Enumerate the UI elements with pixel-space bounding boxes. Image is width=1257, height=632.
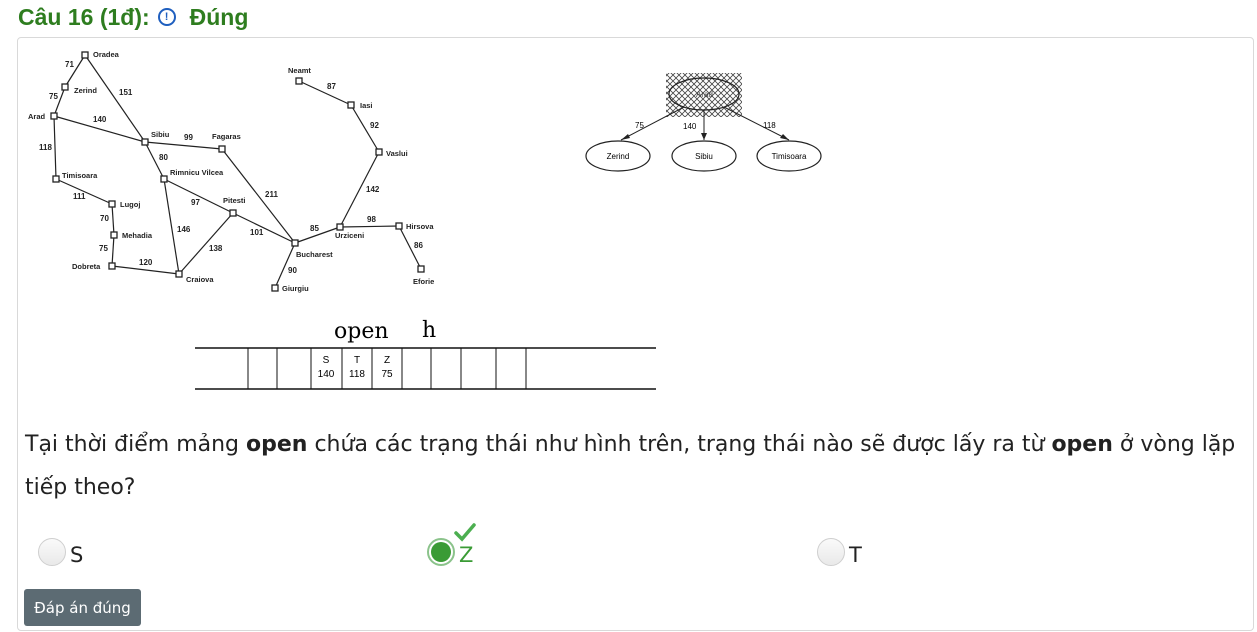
city-vaslui: Vaslui [386,149,408,158]
tree-node-sibiu: Sibiu [695,152,713,161]
city-iasi: Iasi [360,101,373,110]
city-pitesti: Pitesti [223,196,246,205]
distance-label: 86 [414,241,423,250]
open-cell-h: 118 [349,369,365,380]
question-text-bold: open [246,432,308,457]
city-hirsova: Hirsova [406,222,434,231]
open-cell-state: Z [384,355,390,366]
distance-label: 151 [119,88,133,97]
h-label: h [422,318,436,343]
search-tree: Arad 75 140 118 Zerind Sibiu Timisoara [585,73,822,172]
option-t-radio[interactable] [817,538,845,566]
distance-label: 142 [366,185,380,194]
checkmark-icon [454,523,476,542]
show-correct-answer-button[interactable]: Đáp án đúng [24,589,141,626]
option-t-label: T [849,543,862,567]
city-mehadia: Mehadia [122,231,153,240]
option-t[interactable]: T [817,537,862,567]
open-label: open [334,319,389,344]
distance-label: 98 [367,215,376,224]
distance-label: 211 [265,190,278,199]
city-bucharest: Bucharest [296,250,333,259]
city-dobreta: Dobreta [72,262,101,271]
open-cell-h: 75 [381,369,393,380]
question-text: Tại thời điểm mảng open chứa các trạng t… [25,423,1240,509]
distance-label: 120 [139,258,153,267]
distance-label: 80 [159,153,168,162]
tree-node-timisoara: Timisoara [772,152,807,161]
distance-label: 140 [93,115,107,124]
question-title: Câu 16 (1đ): [18,3,150,30]
status-label: Đúng [189,3,249,30]
tree-root-label: Arad [696,90,713,99]
distance-label: 118 [39,143,52,152]
distance-label: 90 [288,266,297,275]
city-rimnicu-vilcea: Rimnicu Vilcea [170,168,224,177]
city-timisoara: Timisoara [62,171,98,180]
distance-label: 85 [310,224,319,233]
question-text-part: chứa các trạng thái như hình trên, trạng… [307,432,1052,457]
question-text-part: ở vòng lặp tiếp theo? [25,432,1236,500]
distance-label: 97 [191,198,200,207]
distance-label: 75 [99,244,108,253]
distance-label: 92 [370,121,379,130]
distance-label: 75 [49,92,58,101]
distance-label: 87 [327,82,336,91]
tree-edge-cost: 140 [683,122,697,131]
city-urziceni: Urziceni [335,231,364,240]
question-text-bold: open [1051,432,1113,457]
option-s-radio[interactable] [38,538,66,566]
option-z-label: Z [459,543,474,567]
open-cell-state: T [354,355,360,366]
tree-edge-cost: 118 [763,121,776,130]
city-zerind: Zerind [74,86,97,95]
distance-label: 138 [209,244,223,253]
city-eforie: Eforie [413,277,434,286]
open-cell-state: S [323,355,330,366]
question-header: Câu 16 (1đ): ! Đúng [18,3,248,31]
city-craiova: Craiova [186,275,214,284]
option-s-label: S [70,543,84,567]
distance-label: 99 [184,133,193,142]
distance-label: 146 [177,225,191,234]
tree-edge-cost: 75 [635,121,644,130]
distance-label: 70 [100,214,109,223]
city-neamt: Neamt [288,66,311,75]
open-array-diagram: open h S 140 T 118 Z 75 [195,318,656,390]
city-arad: Arad [28,112,46,121]
city-lugoj: Lugoj [120,200,140,209]
option-z-radio[interactable] [427,538,455,566]
city-fagaras: Fagaras [212,132,241,141]
distance-label: 101 [250,228,264,237]
open-cell-h: 140 [318,369,335,380]
question-card [17,37,1254,631]
city-oradea: Oradea [93,50,120,59]
distance-label: 111 [73,192,86,201]
option-z[interactable]: Z [427,523,476,567]
question-text-part: Tại thời điểm mảng [25,432,247,457]
distance-label: 71 [65,60,74,69]
option-s[interactable]: S [38,537,83,567]
city-sibiu: Sibiu [151,130,170,139]
city-giurgiu: Giurgiu [282,284,309,293]
info-icon: ! [157,8,176,26]
romania-map: Oradea Zerind Arad Sibiu Fagaras Timisoa… [28,50,434,293]
tree-node-zerind: Zerind [607,152,630,161]
